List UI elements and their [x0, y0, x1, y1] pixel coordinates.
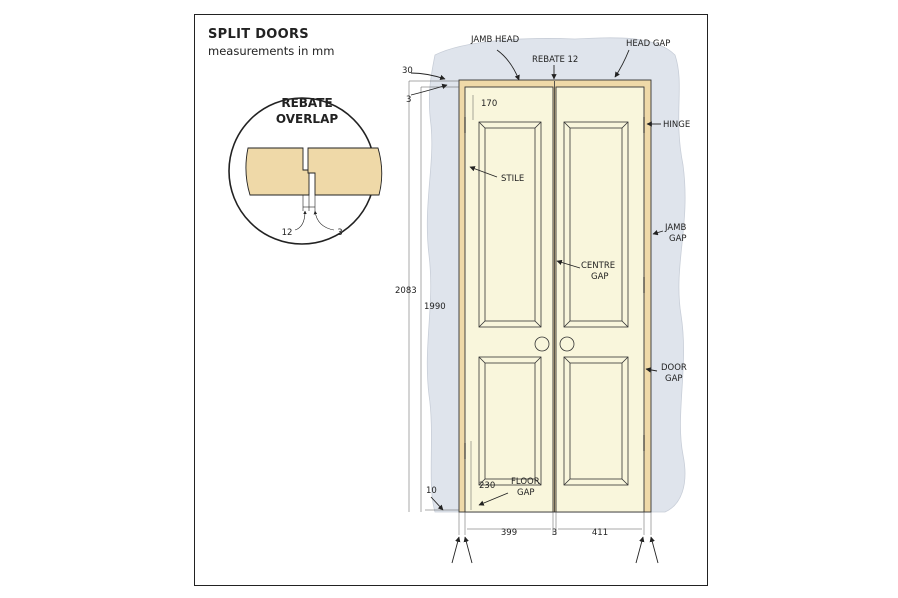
dim-3-top: 3 — [406, 95, 411, 105]
label-head-gap: HEAD GAP — [626, 39, 670, 49]
leader-arrows — [410, 49, 664, 564]
dim-230: 230 — [479, 481, 495, 491]
diagram-subtitle: measurements in mm — [208, 44, 335, 58]
right-door-knob — [559, 336, 575, 352]
label-floor-gap-2: GAP — [517, 488, 535, 498]
hinge-marks — [464, 117, 645, 459]
right-door-panels — [563, 121, 629, 486]
detail-board-right — [307, 147, 383, 196]
label-jamb-gap-2: GAP — [669, 234, 687, 244]
label-centre-gap-1: CENTRE — [581, 261, 615, 271]
dim-2083: 2083 — [395, 286, 417, 296]
label-hinge: HINGE — [663, 120, 690, 130]
left-door-knob — [534, 336, 550, 352]
door-diagram: REBATE OVERLAP 12 3 JAMB HEAD REBATE 12 … — [228, 35, 690, 564]
label-rebate: REBATE 12 — [532, 55, 578, 65]
label-door-gap-1: DOOR — [661, 363, 687, 373]
label-stile: STILE — [501, 174, 524, 184]
detail-title-line2: OVERLAP — [276, 112, 339, 126]
detail-board-left — [245, 147, 310, 196]
detail-title-line1: REBATE — [281, 96, 332, 110]
detail-dim-3: 3 — [337, 228, 342, 238]
label-jamb-gap-1: JAMB — [664, 223, 687, 233]
left-door-leaf — [464, 86, 554, 513]
diagram-frame: SPLIT DOORS measurements in mm — [194, 14, 708, 586]
dim-10: 10 — [426, 486, 437, 496]
dim-399: 399 — [501, 528, 517, 538]
detail-dim-12: 12 — [282, 228, 293, 238]
dim-170: 170 — [481, 99, 497, 109]
dim-411: 411 — [592, 528, 608, 538]
dim-30: 30 — [402, 66, 413, 76]
detail-dimension-lines — [294, 195, 335, 231]
label-jamb-head: JAMB HEAD — [470, 35, 520, 45]
label-floor-gap-1: FLOOR — [511, 477, 540, 487]
right-door-leaf — [555, 86, 645, 513]
left-door-panels — [478, 121, 542, 486]
label-door-gap-2: GAP — [665, 374, 683, 384]
label-centre-gap-2: GAP — [591, 272, 609, 282]
diagram-title: SPLIT DOORS — [208, 27, 309, 42]
dim-1990: 1990 — [424, 302, 446, 312]
dim-3-centre: 3 — [552, 528, 557, 538]
dimension-lines — [408, 80, 652, 535]
